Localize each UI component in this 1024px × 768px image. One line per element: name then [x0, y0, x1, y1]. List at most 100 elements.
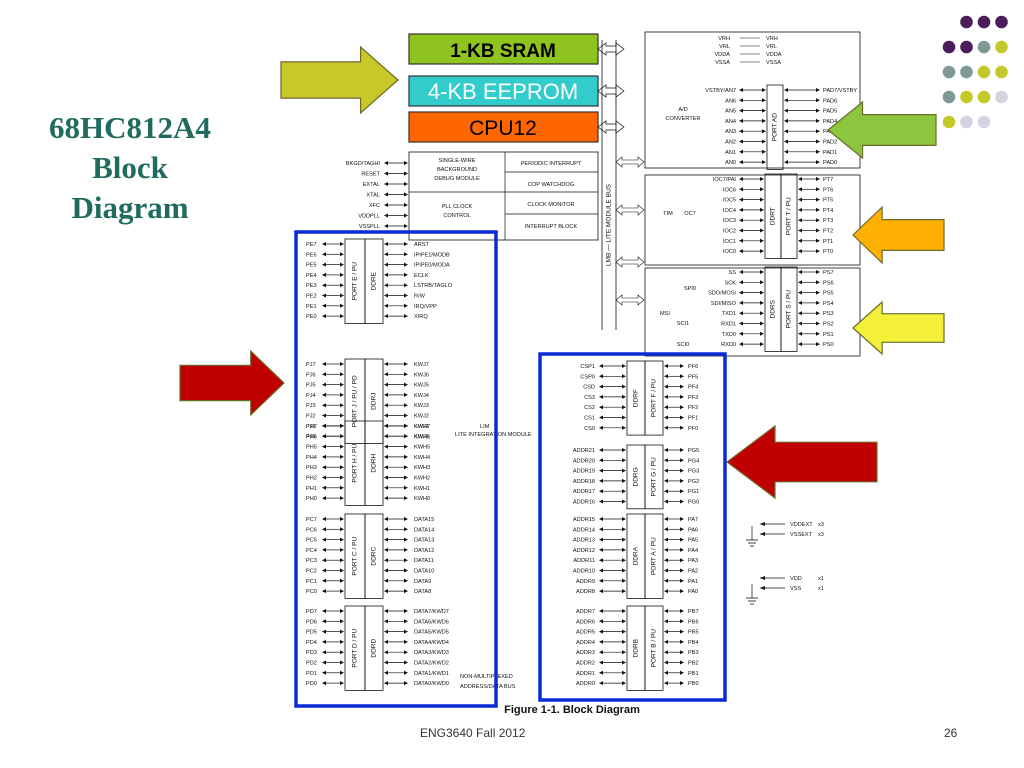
- arrow-head-left: [664, 547, 668, 552]
- arrow-head-left: [664, 374, 668, 379]
- arrow-head-left: [322, 589, 326, 594]
- decor-dot-2-0: [942, 65, 956, 79]
- arrow-head-right: [816, 290, 820, 295]
- signal-line-data6-kwd6: [384, 619, 408, 624]
- arrow-head-left: [384, 454, 388, 459]
- pin-line-pa1: [664, 578, 684, 583]
- signal-r-w: R/W: [414, 294, 426, 300]
- signal-addr8: ADDR8: [576, 589, 595, 595]
- pin-line-pc7: [322, 517, 344, 521]
- port-e-label: PORT E / PU: [352, 262, 359, 301]
- arrow-head-left: [739, 270, 743, 274]
- signal-line-ipipe1-modb: [384, 252, 408, 257]
- arrow-head-left: [384, 434, 388, 439]
- signal-line-vstby-an7: [739, 88, 766, 92]
- red-arrow-to-left-ports: [179, 349, 285, 417]
- signal-data0-kwd0: DATA0/KWD0: [414, 681, 449, 687]
- arrow-head-left: [322, 465, 326, 470]
- signal-kwh6: KWH6: [414, 434, 430, 440]
- arrow-head-left: [599, 364, 603, 368]
- ddr-j-label: DDRJ: [371, 393, 378, 410]
- signal-addr10: ADDR10: [573, 569, 595, 575]
- arrow-head-right: [680, 629, 684, 634]
- arrow-head-left: [384, 283, 388, 288]
- signal-line-kwj2: [384, 413, 408, 418]
- pin-line-pb1: [664, 670, 684, 675]
- arrow-head-right: [680, 364, 684, 368]
- signal-kwj4: KWJ4: [414, 393, 429, 399]
- pin-pa3: PA3: [688, 558, 698, 564]
- clock-monitor-label: CLOCK MONITOR: [527, 202, 574, 208]
- signal-data6-kwd6: DATA6/KWD6: [414, 619, 449, 625]
- arrow-head-left: [322, 558, 326, 563]
- arrow-head-right: [404, 303, 408, 308]
- arrow-head-right: [816, 228, 820, 233]
- signal-line-addr5: [599, 629, 626, 634]
- signal-csd: CSD: [583, 385, 595, 391]
- signal-line-ioc6: [739, 187, 764, 192]
- signal-line-data15: [384, 517, 408, 521]
- signal-line-ioc2: [739, 228, 764, 233]
- arrow-head-right: [760, 238, 764, 243]
- control-pin-extal: EXTAL: [363, 182, 380, 188]
- signal-line-addr8: [599, 589, 626, 594]
- arrow-head-left: [739, 118, 743, 123]
- arrow-head-left: [322, 578, 326, 583]
- pin-line-pe3: [322, 283, 344, 288]
- arrow-head-left: [664, 537, 668, 542]
- signal-cs0: CS0: [584, 426, 595, 432]
- pin-pb4: PB4: [688, 640, 699, 646]
- pin-pd4: PD4: [306, 640, 317, 646]
- pin-line-pt3: [798, 218, 820, 223]
- pin-line-ps4: [798, 300, 820, 305]
- arrow-head-left: [599, 527, 603, 532]
- signal-addr18: ADDR18: [573, 479, 595, 485]
- decor-dot-1-2: [977, 40, 991, 54]
- arrow-head-left: [384, 262, 388, 267]
- arrow-head-right: [404, 242, 408, 246]
- signal-line-data7-kwd7: [384, 609, 408, 613]
- pin-line-pt6: [798, 187, 820, 192]
- ddr-h-label: DDRH: [371, 454, 378, 473]
- system-module-table: [408, 151, 599, 241]
- pin-ps2: PS2: [823, 322, 834, 328]
- pin-line-pa4: [664, 547, 684, 552]
- arrow-head-left: [664, 578, 668, 583]
- arrow-head-left: [798, 177, 802, 181]
- pin-line-pe1: [322, 303, 344, 308]
- arrow-head-right: [340, 272, 344, 277]
- arrow-head-right: [680, 458, 684, 463]
- arrow-head-right: [340, 434, 344, 439]
- signal-line-addr16: [599, 499, 626, 504]
- pin-pe5: PE5: [306, 263, 317, 269]
- arrow-head-right: [680, 537, 684, 542]
- arrow-head-right: [622, 609, 626, 613]
- highlight-box-middle: [538, 352, 727, 702]
- pin-pc3: PC3: [306, 558, 317, 564]
- oc7-label: OC7: [684, 211, 696, 217]
- arrow-head-left: [599, 639, 603, 644]
- arrow-head-right: [816, 149, 820, 154]
- signal-an5: AN5: [725, 109, 736, 115]
- signal-line-addr10: [599, 568, 626, 573]
- arrow-head-right: [340, 454, 344, 459]
- arrow-head-left: [384, 681, 388, 686]
- arrow-head-left: [384, 639, 388, 644]
- arrow-head-right: [404, 434, 408, 439]
- ddr-c-box: [364, 513, 384, 599]
- signal-line-addr3: [599, 650, 626, 655]
- arrow-head-left: [664, 394, 668, 399]
- arrow-head-right: [340, 660, 344, 665]
- signal-kwj5: KWJ5: [414, 383, 429, 389]
- pin-pad5: PAD5: [823, 109, 837, 115]
- ddr-f-label: DDRF: [633, 389, 640, 407]
- arrow-head-right: [340, 609, 344, 613]
- signal-ioc7-pai: IOC7/PAI: [713, 177, 737, 183]
- arrow-head-left: [322, 568, 326, 573]
- port-a-label: PORT A / PU: [651, 537, 658, 575]
- pin-pg3: PG3: [688, 469, 699, 475]
- pin-pc0: PC0: [306, 589, 317, 595]
- arrow-head-left: [322, 444, 326, 449]
- green-arrow-to-port-ad: [827, 100, 937, 160]
- cop-label: COP WATCHDOG: [528, 182, 574, 188]
